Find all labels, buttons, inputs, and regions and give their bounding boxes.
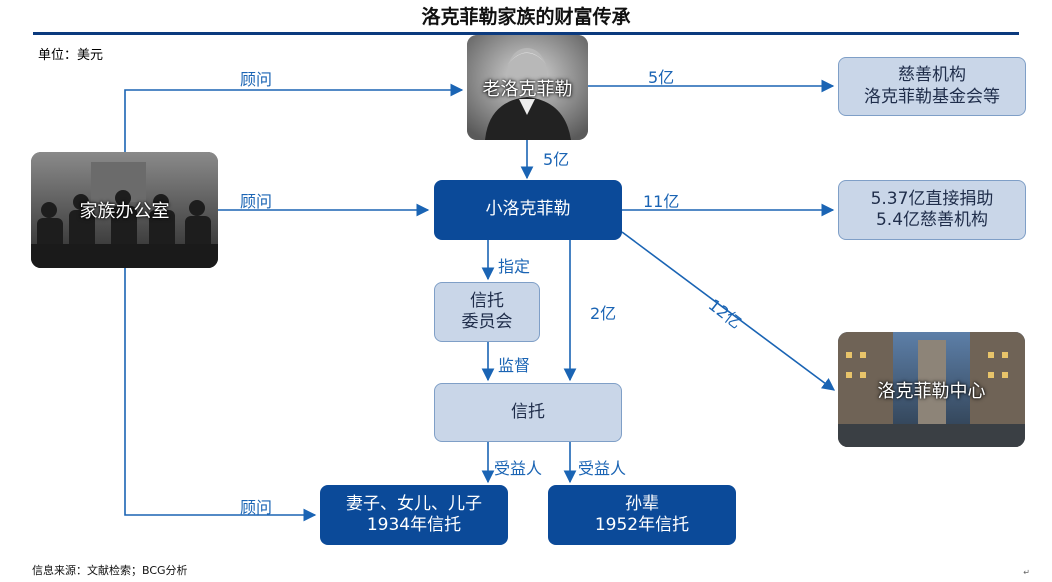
title-rule — [33, 32, 1019, 35]
node-charity-2: 5.37亿直接捐助 5.4亿慈善机构 — [838, 180, 1026, 240]
node-family-office: 家族办公室 — [31, 152, 218, 268]
edge-label-junior-charity: 11亿 — [643, 192, 680, 211]
node-charity-1-line-2: 洛克菲勒基金会等 — [864, 86, 1000, 107]
node-trust-committee-line-1: 信托 — [470, 290, 504, 311]
node-junior: 小洛克菲勒 — [434, 180, 622, 240]
edge-label-advise-2: 顾问 — [240, 192, 273, 211]
edge-label-supervise: 监督 — [498, 356, 531, 375]
edge-label-junior-trust: 2亿 — [590, 304, 617, 323]
edge-label-advise-3: 顾问 — [240, 498, 273, 517]
edge-label-beneficiary-2: 受益人 — [578, 459, 627, 478]
node-senior: 老洛克菲勒 — [467, 35, 588, 140]
node-charity-1: 慈善机构 洛克菲勒基金会等 — [838, 57, 1026, 116]
node-trust-committee: 信托 委员会 — [434, 282, 540, 342]
edge-family-advise-senior — [124, 83, 464, 155]
edge-label-advise-1: 顾问 — [240, 70, 273, 89]
source-note: 信息来源：文献检索；BCG分析 — [32, 564, 188, 577]
return-mark: ↵ — [1023, 568, 1030, 577]
node-charity-2-line-2: 5.4亿慈善机构 — [875, 210, 989, 230]
edge-label-senior-junior: 5亿 — [543, 150, 570, 169]
edge-label-beneficiary-1: 受益人 — [494, 459, 543, 478]
node-center: 洛克菲勒中心 — [838, 332, 1025, 447]
node-trust-label: 信托 — [511, 401, 545, 422]
node-charity-1-line-1: 慈善机构 — [898, 65, 966, 86]
node-trust: 信托 — [434, 383, 622, 442]
node-wife-children-line-1: 妻子、女儿、儿子 — [346, 493, 482, 514]
unit-label: 单位：美元 — [38, 48, 104, 63]
node-wife-children: 妻子、女儿、儿子 1934年信托 — [320, 485, 508, 545]
family-office-photo — [31, 152, 218, 268]
node-charity-2-line-1: 5.37亿直接捐助 — [870, 188, 994, 209]
senior-portrait — [467, 35, 588, 140]
rockefeller-center-photo — [838, 332, 1025, 447]
edge-junior-center — [621, 231, 836, 391]
edge-label-designate: 指定 — [498, 257, 531, 276]
node-center-label: 洛克菲勒中心 — [877, 380, 986, 402]
edge-label-senior-charity: 5亿 — [648, 68, 675, 87]
node-junior-label: 小洛克菲勒 — [485, 199, 571, 220]
node-senior-label: 老洛克菲勒 — [482, 78, 573, 100]
node-grandchildren: 孙辈 1952年信托 — [548, 485, 736, 545]
edge-family-advise-wife — [124, 268, 317, 522]
node-trust-committee-line-2: 委员会 — [461, 312, 513, 332]
node-family-office-label: 家族办公室 — [79, 201, 170, 222]
node-grandchildren-line-2: 1952年信托 — [594, 515, 690, 535]
page-title: 洛克菲勒家族的财富传承 — [421, 6, 631, 28]
node-wife-children-line-2: 1934年信托 — [366, 515, 462, 535]
node-grandchildren-line-1: 孙辈 — [624, 493, 659, 514]
